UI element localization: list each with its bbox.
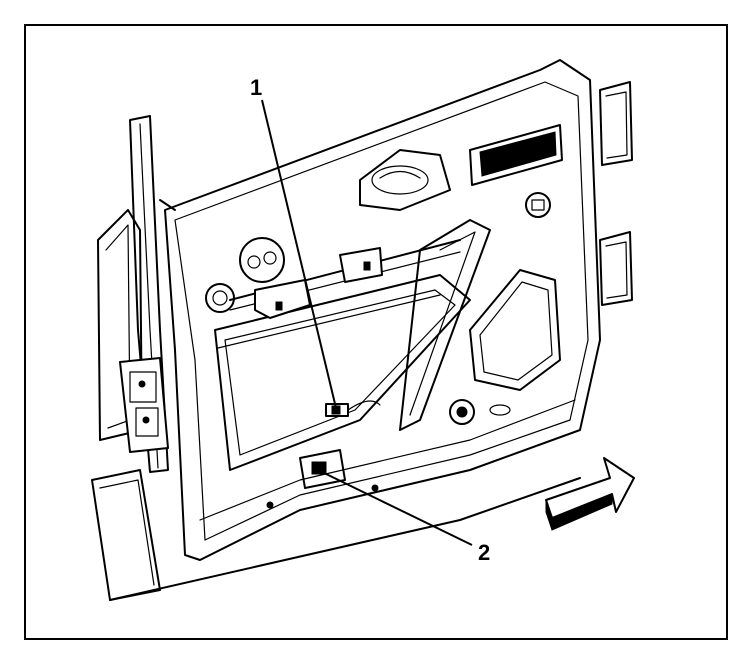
callout-2-label: 2 <box>478 540 490 565</box>
door-hinges <box>599 81 633 306</box>
callout-2: 2 <box>321 471 490 565</box>
front-direction-arrow <box>545 457 635 531</box>
door-latch <box>119 357 169 453</box>
door-shell <box>159 59 601 561</box>
callout-2-leader <box>321 471 473 546</box>
lower-inner-edge <box>199 399 576 521</box>
callout-1: 1 <box>250 75 337 409</box>
window-motor-module <box>299 449 346 489</box>
electrical-connector <box>325 400 381 417</box>
callout-1-leader <box>261 99 337 409</box>
window-glass-area <box>214 274 471 471</box>
speaker-opening <box>469 269 561 391</box>
access-holes <box>205 192 551 425</box>
upper-right-pad <box>469 124 563 186</box>
figure-border <box>24 24 728 640</box>
door-handle-area <box>359 149 451 211</box>
mounting-brackets <box>254 247 383 319</box>
lower-body <box>91 469 581 601</box>
callout-1-label: 1 <box>250 75 262 100</box>
